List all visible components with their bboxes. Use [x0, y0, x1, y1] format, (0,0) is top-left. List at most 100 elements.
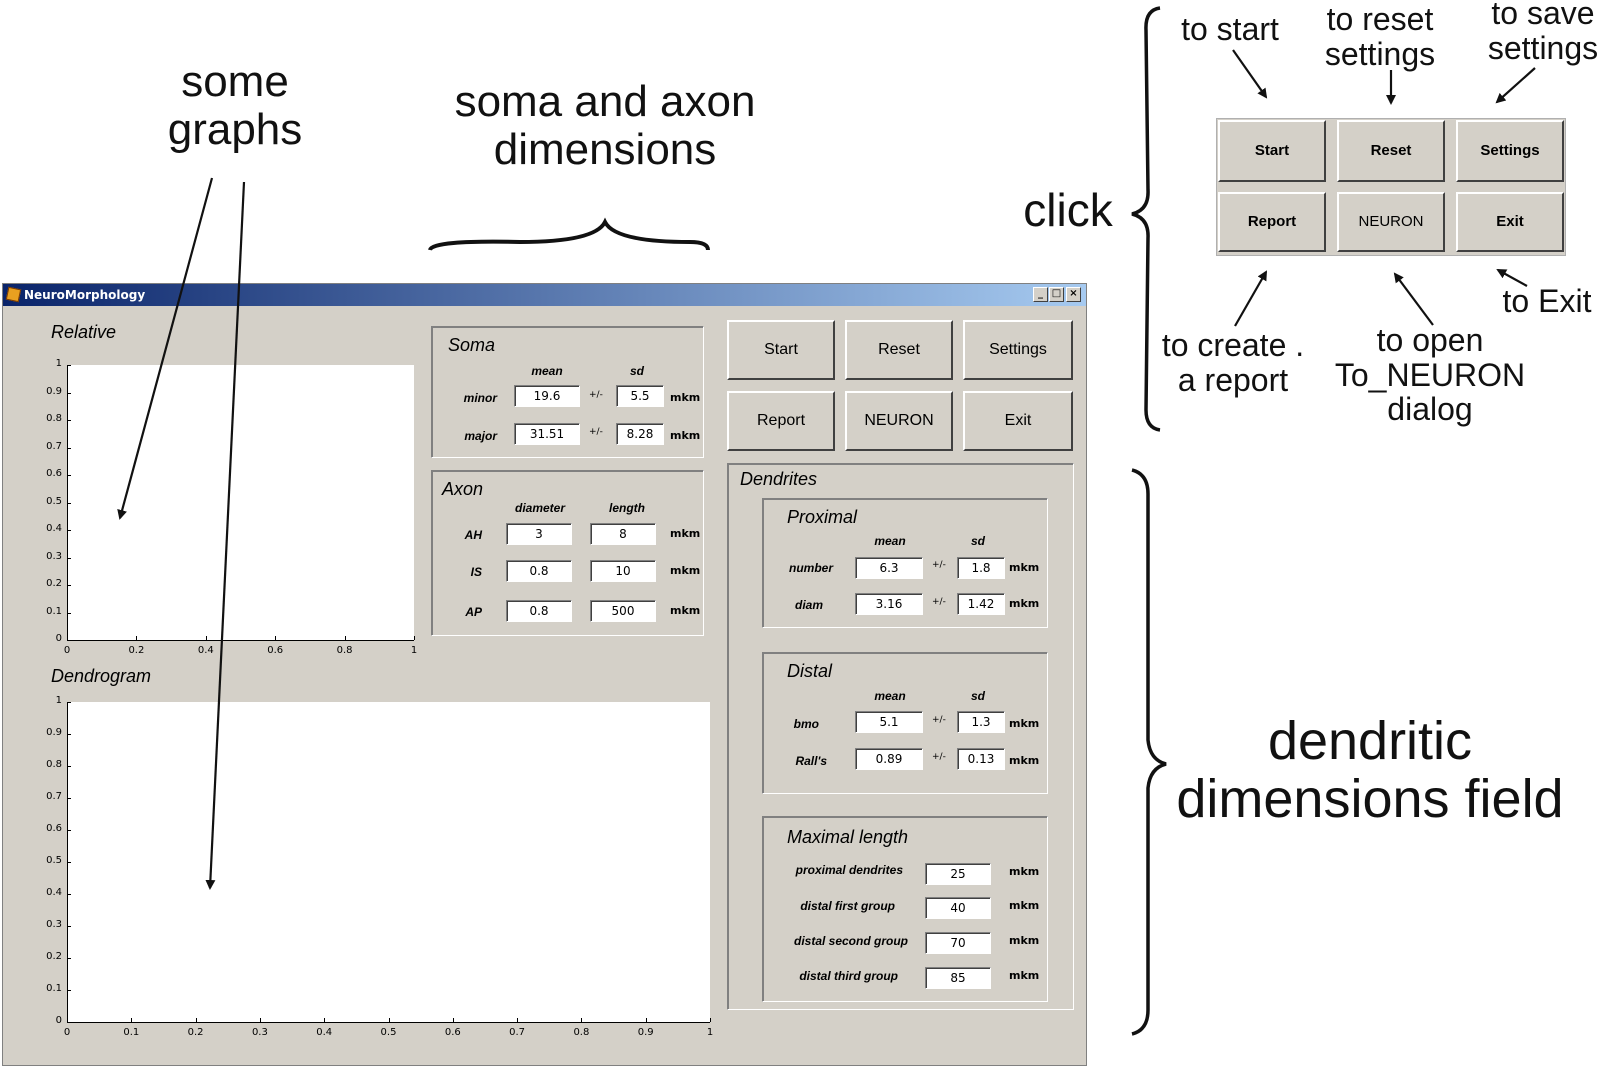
max-distal-third-unit: mkm [1009, 969, 1040, 982]
proximal-diam-unit: mkm [1009, 597, 1040, 610]
relative-y-tick-label: 0.1 [46, 605, 62, 617]
relative-y-tick [67, 392, 71, 394]
callout-reset-button[interactable]: Reset [1337, 120, 1445, 182]
max-distal-third-field[interactable]: 85 [925, 967, 991, 989]
relative-y-tick [67, 530, 71, 531]
dendrogram-x-tick [581, 1018, 583, 1022]
dendrogram-x-tick [452, 1018, 454, 1022]
axon-panel: Axon diameter length AH 3 8 mkm IS 0.8 1… [431, 470, 704, 636]
callout-neuron-button[interactable]: NEURON [1337, 192, 1445, 252]
relative-y-tick-label: 0.2 [46, 578, 62, 589]
soma-major-mean-field[interactable]: 31.51 [514, 423, 580, 445]
axon-is-length-field[interactable]: 10 [590, 560, 656, 582]
window-titlebar[interactable]: NeuroMorphology _ □ × [3, 284, 1086, 306]
proximal-title: Proximal [787, 507, 858, 527]
distal-ralls-unit: mkm [1009, 754, 1040, 767]
proximal-number-sd-field[interactable]: 1.8 [957, 557, 1005, 579]
relative-graph-label: Relative [51, 322, 117, 342]
relative-y-tick [67, 447, 71, 449]
settings-button[interactable]: Settings [963, 320, 1073, 380]
dendrogram-y-tick-label: 1 [55, 695, 62, 706]
distal-title: Distal [787, 661, 833, 681]
relative-y-tick [67, 420, 71, 421]
relative-x-tick-label: 0.8 [336, 645, 353, 656]
max-proximal-dendrites-field[interactable]: 25 [925, 863, 991, 885]
dendrites-title: Dendrites [740, 469, 818, 489]
arrow-to-neuron [1393, 272, 1434, 326]
soma-major-pm: +/- [589, 427, 603, 437]
distal-bmo-mean-field[interactable]: 5.1 [855, 711, 923, 733]
soma-minor-sd-field[interactable]: 5.5 [616, 385, 664, 407]
arrow-to-report [1234, 270, 1267, 327]
soma-minor-mean-field[interactable]: 19.6 [514, 385, 580, 407]
brace-dendritic [1131, 468, 1167, 1036]
axon-title: Axon [442, 479, 484, 499]
axon-ah-diameter-field[interactable]: 3 [506, 523, 572, 545]
dendrogram-graph-label: Dendrogram [51, 666, 152, 686]
relative-y-tick-label: 1 [55, 358, 62, 369]
exit-button[interactable]: Exit [963, 391, 1073, 451]
dendrogram-y-tick [67, 990, 71, 991]
soma-major-sd-field[interactable]: 8.28 [616, 423, 664, 445]
callout-settings-button[interactable]: Settings [1456, 120, 1564, 182]
distal-bmo-label: bmo [793, 717, 819, 731]
dendrogram-y-tick [67, 958, 71, 959]
axon-ah-label: AH [464, 528, 482, 542]
dendrogram-y-tick [67, 862, 71, 863]
dendrogram-x-tick-label: 0.5 [380, 1027, 397, 1038]
soma-mean-header: mean [531, 364, 563, 378]
distal-bmo-pm: +/- [932, 715, 946, 725]
dendrogram-x-tick [131, 1018, 133, 1022]
callout-start-button[interactable]: Start [1218, 120, 1326, 182]
dendrogram-y-tick [67, 702, 71, 703]
axon-ap-diameter-field[interactable]: 0.8 [506, 600, 572, 622]
relative-y-tick [67, 612, 71, 614]
relative-x-tick-label: 0 [63, 645, 71, 656]
start-button[interactable]: Start [727, 320, 835, 380]
neuron-button[interactable]: NEURON [845, 391, 953, 451]
axon-is-diameter-field[interactable]: 0.8 [506, 560, 572, 582]
proximal-number-mean-field[interactable]: 6.3 [855, 557, 923, 579]
proximal-number-unit: mkm [1009, 561, 1040, 574]
dendrogram-y-tick-label: 0.3 [46, 919, 62, 930]
max-distal-second-label: distal second group [793, 934, 908, 948]
relative-y-tick-label: 0.3 [46, 550, 62, 562]
dendrogram-x-tick [324, 1018, 326, 1022]
proximal-diam-sd-field[interactable]: 1.42 [957, 593, 1005, 615]
dendrogram-x-tick [67, 1018, 68, 1022]
axon-is-unit: mkm [670, 564, 701, 577]
max-distal-second-field[interactable]: 70 [925, 932, 991, 954]
callout-report-button[interactable]: Report [1218, 192, 1326, 252]
proximal-diam-mean-field[interactable]: 3.16 [855, 593, 923, 615]
dendrogram-y-tick [67, 798, 71, 799]
reset-button[interactable]: Reset [845, 320, 953, 380]
axon-ah-length-field[interactable]: 8 [590, 523, 656, 545]
soma-major-unit: mkm [670, 429, 701, 442]
soma-minor-unit: mkm [670, 391, 701, 404]
axon-is-label: IS [470, 565, 482, 579]
report-button[interactable]: Report [727, 391, 835, 451]
relative-y-tick-label: 0.5 [46, 495, 62, 507]
relative-x-tick [275, 636, 277, 640]
maximize-icon[interactable]: □ [1049, 287, 1064, 302]
max-distal-first-field[interactable]: 40 [925, 897, 991, 919]
soma-panel: Soma mean sd minor 19.6 +/- 5.5 mkm majo… [431, 326, 704, 458]
distal-ralls-mean-field[interactable]: 0.89 [855, 748, 923, 770]
dendrogram-x-tick-label: 0.7 [509, 1027, 526, 1038]
relative-x-tick-label: 1 [410, 645, 418, 656]
dendrogram-x-tick [645, 1018, 647, 1022]
dendrogram-x-tick-label: 0.6 [444, 1027, 461, 1038]
axon-ap-length-field[interactable]: 500 [590, 600, 656, 622]
close-icon[interactable]: × [1066, 287, 1081, 302]
dendrogram-y-tick-label: 0.6 [46, 823, 62, 834]
relative-x-axis [67, 640, 414, 641]
dendrogram-x-tick-label: 0.1 [123, 1027, 140, 1038]
proximal-diam-pm: +/- [932, 597, 946, 607]
distal-ralls-sd-field[interactable]: 0.13 [957, 748, 1005, 770]
callout-exit-button[interactable]: Exit [1456, 192, 1564, 252]
dendrogram-x-tick [517, 1018, 519, 1022]
relative-y-tick-label: 0.9 [46, 385, 62, 397]
distal-bmo-sd-field[interactable]: 1.3 [957, 711, 1005, 733]
minimize-icon[interactable]: _ [1033, 287, 1048, 302]
dendrogram-y-tick [67, 926, 71, 927]
